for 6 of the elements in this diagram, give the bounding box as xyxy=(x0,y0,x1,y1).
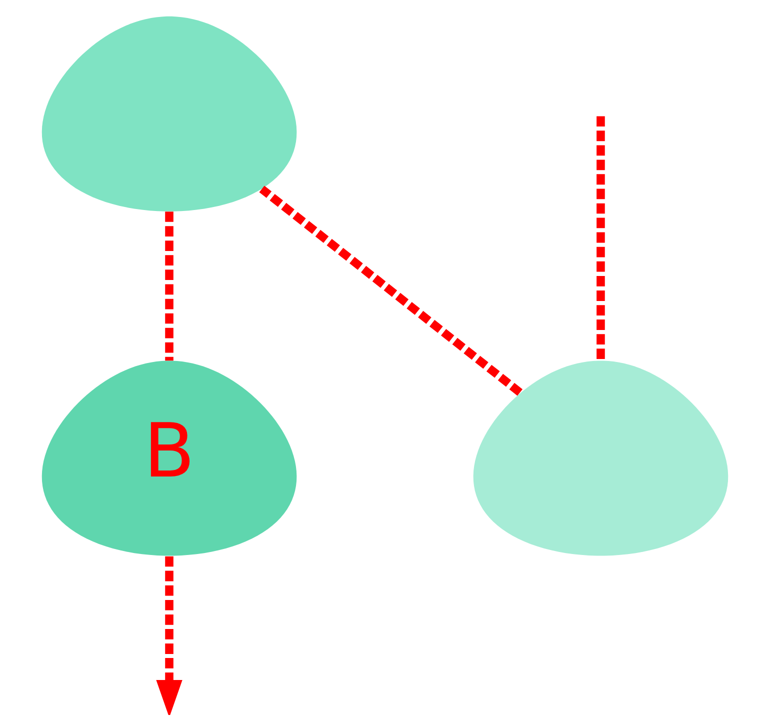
node-blob xyxy=(473,360,728,556)
arrow xyxy=(156,556,182,715)
node-blob xyxy=(42,16,297,212)
connector xyxy=(259,186,523,396)
connector xyxy=(596,116,605,360)
connector xyxy=(165,212,174,361)
